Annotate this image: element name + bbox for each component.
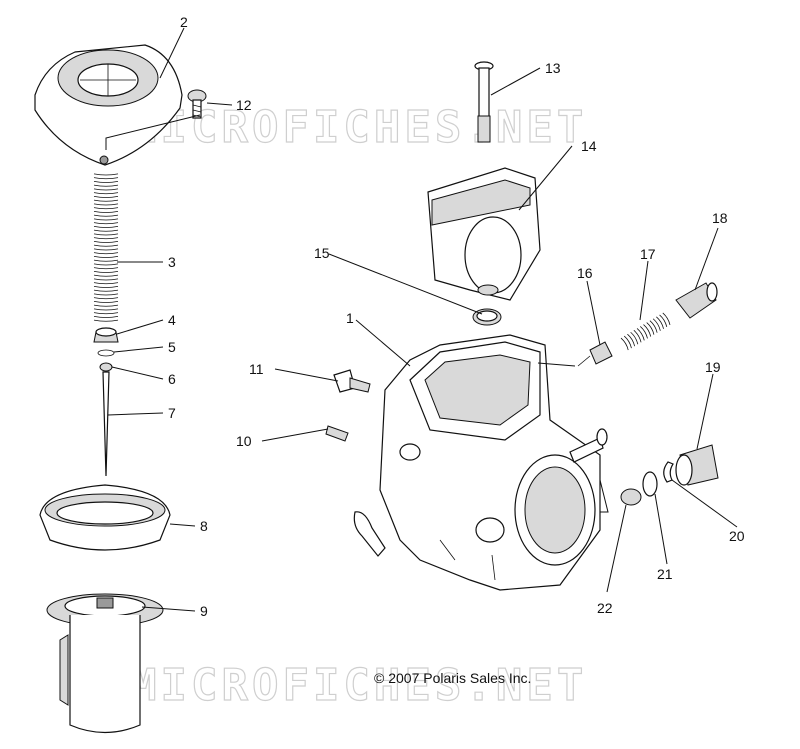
callout-10: 10 (236, 433, 252, 449)
part-3-spring[interactable] (93, 173, 119, 322)
part-9-vacuum-piston[interactable] (46, 593, 164, 734)
callout-9: 9 (200, 603, 208, 619)
callout-21: 21 (657, 566, 673, 582)
callout-18: 18 (712, 210, 728, 226)
part-22-ring[interactable] (620, 488, 642, 506)
callout-13: 13 (545, 60, 561, 76)
part-6-washer[interactable] (99, 362, 113, 372)
callout-19: 19 (705, 359, 721, 375)
callout-22: 22 (597, 600, 613, 616)
part-5-e-clip[interactable] (97, 349, 115, 357)
copyright-notice: © 2007 Polaris Sales Inc. (374, 670, 531, 686)
callout-2: 2 (180, 14, 188, 30)
callout-14: 14 (581, 138, 597, 154)
callout-20: 20 (729, 528, 745, 544)
part-19-sleeve[interactable] (675, 444, 719, 486)
callout-labels: 1 2 3 4 5 6 7 8 9 10 11 12 13 14 15 16 1… (168, 14, 745, 619)
part-12-screw[interactable] (187, 89, 207, 119)
callout-16: 16 (577, 265, 593, 281)
part-18-plunger-nut[interactable] (675, 282, 718, 319)
part-17-spring[interactable] (620, 312, 671, 351)
callout-7: 7 (168, 405, 176, 421)
watermark-bottom: MICROFICHES.NET (130, 660, 587, 711)
part-11-idle-screw[interactable] (333, 369, 371, 393)
callout-4: 4 (168, 312, 176, 328)
part-4-needle-holder[interactable] (93, 327, 119, 343)
part-7-jet-needle[interactable] (102, 371, 110, 477)
part-16-starter-valve[interactable] (577, 341, 613, 367)
callout-8: 8 (200, 518, 208, 534)
callout-1: 1 (346, 310, 354, 326)
part-13-stop-screw[interactable] (474, 61, 494, 143)
part-15-o-ring[interactable] (472, 308, 502, 326)
callout-3: 3 (168, 254, 176, 270)
callout-15: 15 (314, 245, 330, 261)
callout-17: 17 (640, 246, 656, 262)
part-1-carburetor-body[interactable] (353, 334, 608, 591)
leader-lines (105, 27, 738, 612)
watermark-top: MICROFICHES.NET (130, 102, 587, 153)
part-20-circlip[interactable] (663, 461, 674, 483)
part-8-diaphragm[interactable] (39, 484, 171, 551)
callout-6: 6 (168, 371, 176, 387)
part-2-top-cover[interactable] (34, 44, 183, 166)
part-10-pilot-screw[interactable] (325, 425, 349, 442)
part-14-throttle-bracket[interactable] (427, 167, 541, 301)
callout-5: 5 (168, 339, 176, 355)
callout-12: 12 (236, 97, 252, 113)
callout-11: 11 (249, 361, 264, 377)
part-21-washer[interactable] (642, 471, 658, 497)
